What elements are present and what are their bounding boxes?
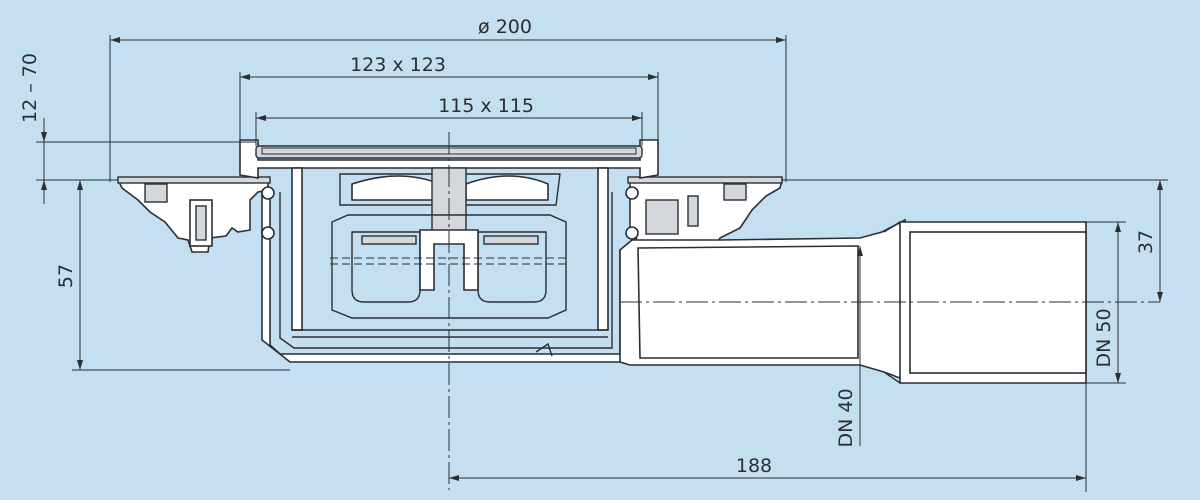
left-clamp-block bbox=[144, 183, 168, 203]
right-clamp-block bbox=[645, 199, 679, 235]
odour-trap-bell-right bbox=[465, 175, 549, 201]
o-ring-left-upper bbox=[261, 186, 275, 200]
left-bolt bbox=[195, 205, 207, 241]
label-dn40: DN 40 bbox=[835, 388, 857, 447]
centerlines bbox=[448, 132, 1160, 490]
right-bolt bbox=[687, 195, 699, 227]
label-height-adjust: 12 – 70 bbox=[19, 53, 41, 123]
right-clamp-top bbox=[723, 183, 747, 201]
right-flange-plate bbox=[627, 176, 783, 184]
drain-body-inner bbox=[279, 192, 613, 349]
sleeve-left bbox=[291, 167, 303, 331]
trap-inner-right bbox=[477, 231, 547, 303]
dimension-labels: ø 200 123 x 123 115 x 115 12 – 70 57 37 … bbox=[19, 16, 1157, 477]
label-outlet-offset: 37 bbox=[1135, 230, 1157, 254]
odour-trap bbox=[339, 173, 561, 206]
frame bbox=[239, 139, 659, 179]
drain-body bbox=[116, 139, 1087, 384]
trap-inner-left bbox=[351, 231, 421, 303]
label-frame-size: 123 x 123 bbox=[350, 54, 446, 76]
o-ring-right-upper bbox=[625, 186, 639, 200]
left-flange-plate bbox=[117, 176, 271, 184]
label-outlet-length: 188 bbox=[736, 455, 772, 477]
trap-cup bbox=[331, 214, 567, 319]
dimension-lines bbox=[36, 35, 1168, 492]
o-ring-right-lower bbox=[625, 226, 639, 240]
sleeve-right bbox=[597, 167, 609, 331]
o-ring-left-lower bbox=[261, 226, 275, 240]
label-depth: 57 bbox=[55, 264, 77, 288]
label-outer-diameter: ø 200 bbox=[478, 16, 532, 38]
label-dn50: DN 50 bbox=[1093, 308, 1115, 367]
label-grate-size: 115 x 115 bbox=[438, 95, 534, 117]
odour-trap-bell bbox=[351, 175, 441, 201]
